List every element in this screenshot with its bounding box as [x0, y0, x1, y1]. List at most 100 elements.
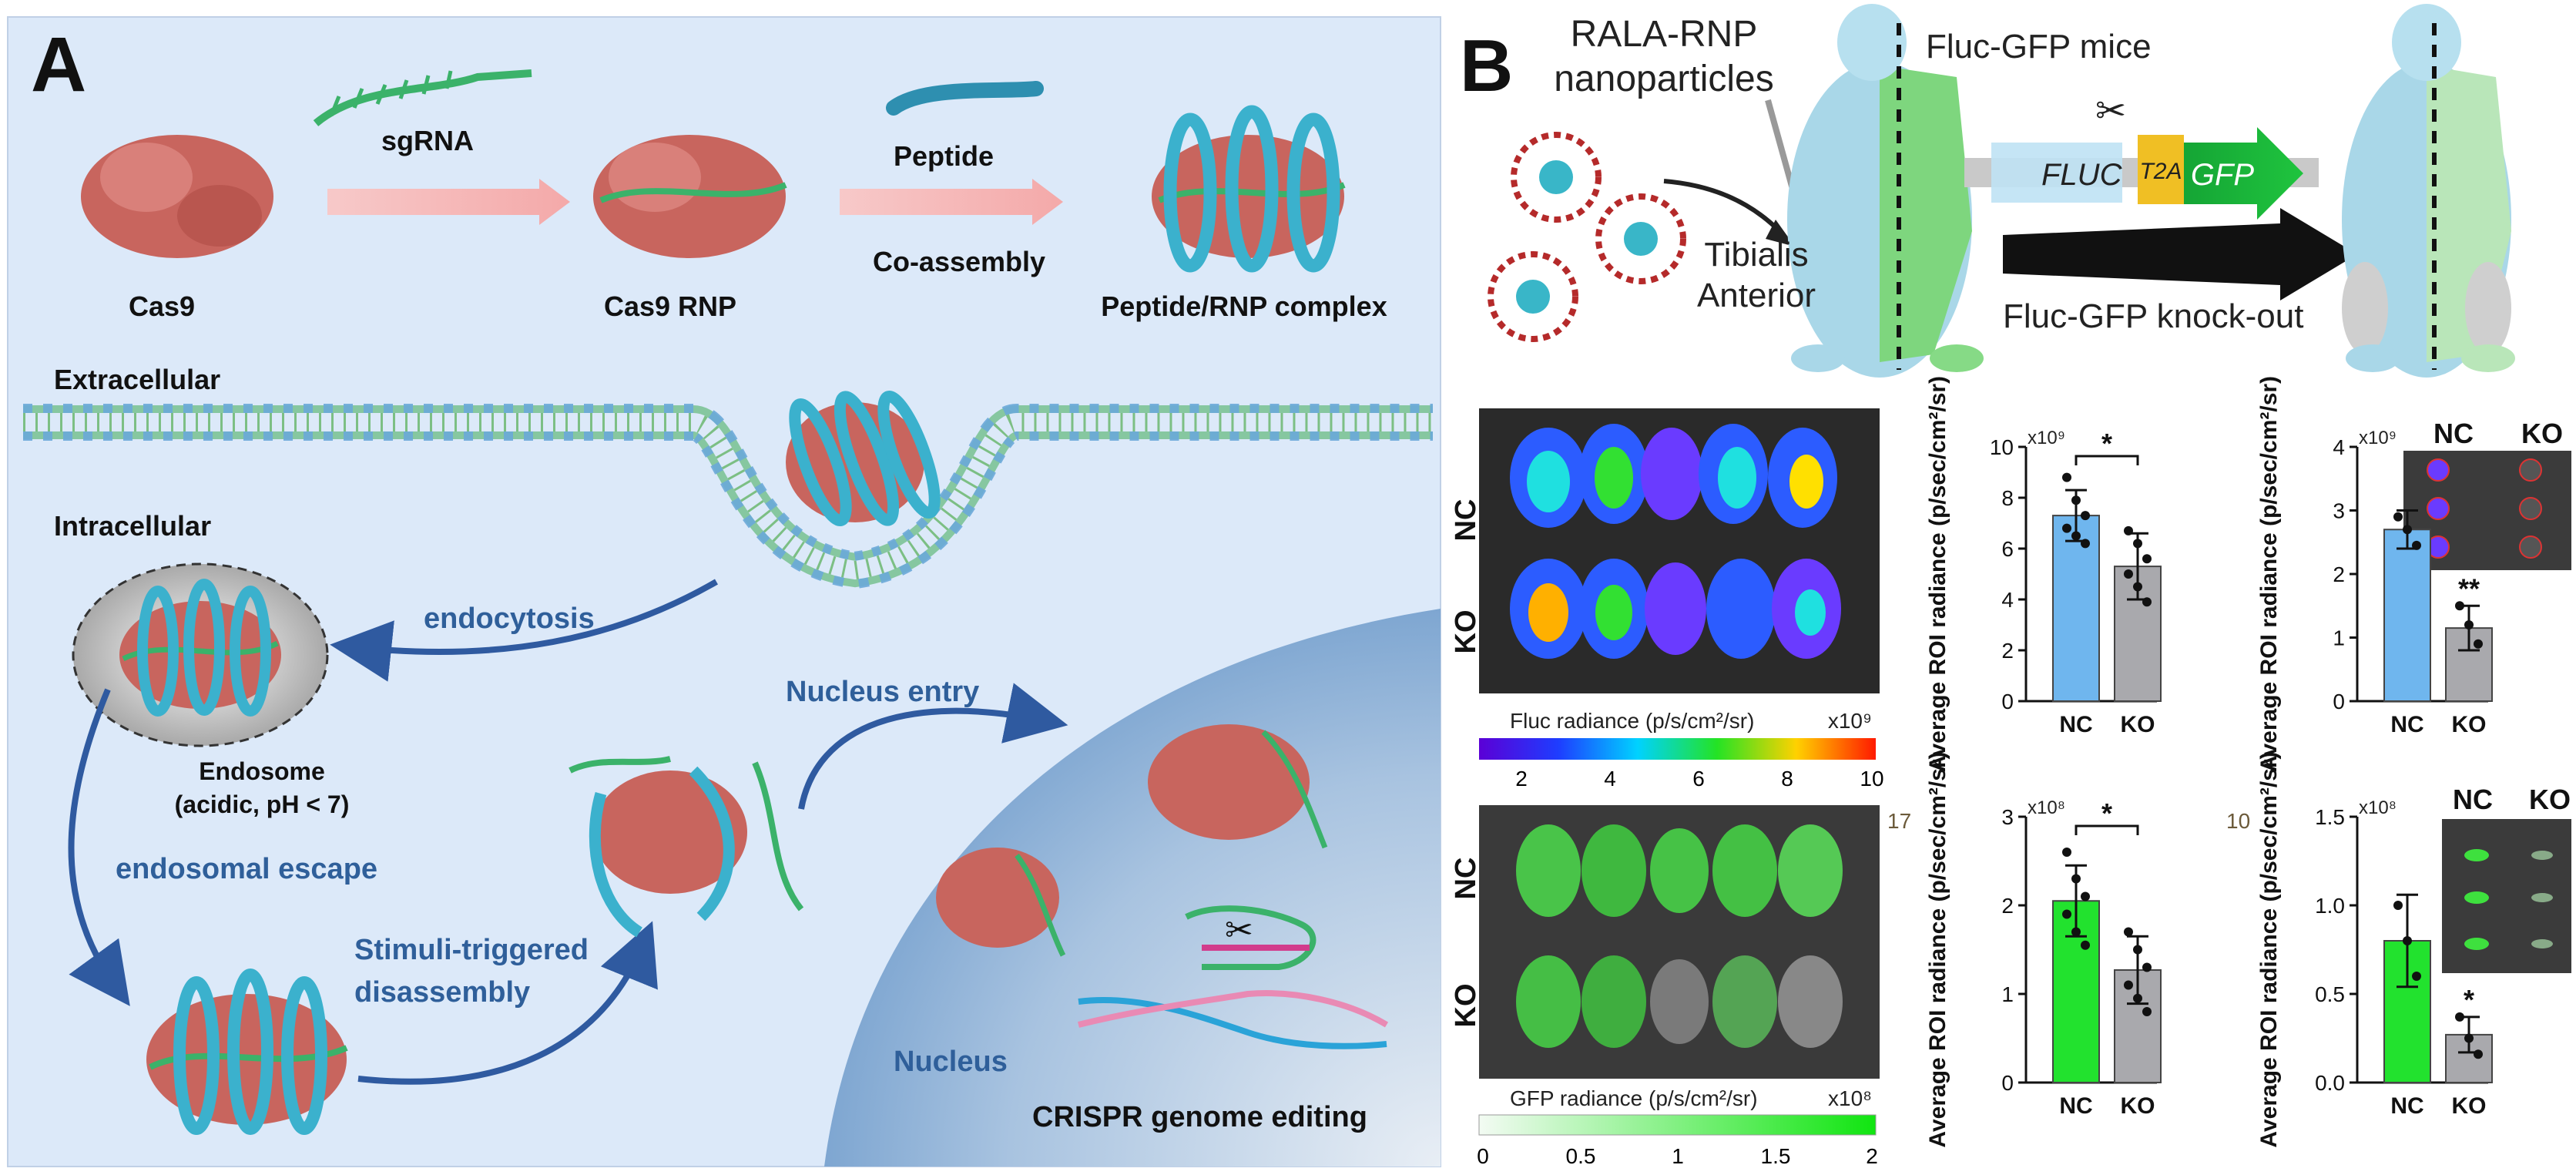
rala-label-2: nanoparticles	[1554, 59, 1774, 99]
data-point	[2403, 525, 2412, 534]
gfp-scale-label: GFP radiance (p/s/cm²/sr)	[1510, 1086, 1758, 1110]
y-tick-label: 4	[2001, 588, 2014, 612]
extracellular-label: Extracellular	[54, 364, 220, 395]
y-tick-label: 2	[2001, 894, 2014, 918]
y-tick-label: 1.5	[2315, 805, 2345, 829]
y-tick-label: 1	[2333, 626, 2345, 650]
y-exponent: x10⁹	[2028, 428, 2065, 448]
significance-mark: *	[2101, 428, 2112, 459]
data-point	[2464, 620, 2474, 629]
panel-a: A Cas9 sgRNA Cas9 RNP Peptide Co-assembl…	[8, 17, 1441, 1167]
gfp-tick: 1.5	[1761, 1144, 1791, 1168]
y-exponent: x10⁹	[2359, 428, 2397, 448]
y-axis-label: Average ROI radiance (p/sec/cm²/sr)	[2256, 376, 2282, 772]
data-point	[2071, 495, 2081, 505]
data-point	[2142, 554, 2152, 563]
cas9-rnp-protein	[593, 135, 786, 258]
y-tick-label: 0	[2333, 690, 2345, 713]
data-point	[2081, 539, 2090, 548]
nanoparticles	[1491, 135, 1683, 339]
inset-gfp	[2442, 819, 2571, 973]
x-tick-label: KO	[2121, 1093, 2155, 1119]
y-axis-label: Average ROI radiance (p/sec/cm²/sr)	[1925, 751, 1950, 1147]
co-assembly-label: Co-assembly	[873, 246, 1045, 277]
edge-label-10: 10	[2226, 809, 2250, 833]
inset-gfp-nc-label: NC	[2453, 784, 2493, 815]
y-tick-label: 2	[2001, 639, 2014, 663]
y-tick-label: 6	[2001, 537, 2014, 561]
gfp-tick: 2	[1866, 1144, 1878, 1168]
inset-nc-label: NC	[2433, 418, 2474, 449]
complex-label: Peptide/RNP complex	[1101, 290, 1387, 322]
data-point	[2081, 511, 2090, 520]
gfp-gene-label: GFP	[2191, 158, 2255, 192]
gfp-colorbar	[1479, 1115, 1876, 1135]
fluc-scale-mult: x10⁹	[1828, 709, 1872, 733]
endosomal-escape-label: endosomal escape	[116, 853, 377, 885]
y-tick-label: 0	[2001, 1071, 2014, 1095]
panel-a-letter: A	[31, 22, 86, 108]
endosome-label: Endosome	[199, 757, 325, 785]
crispr-label: CRISPR genome editing	[1032, 1101, 1367, 1133]
y-tick-label: 10	[1990, 435, 2014, 459]
data-point	[2124, 928, 2133, 937]
y-tick-label: 4	[2333, 435, 2345, 459]
x-tick-label: KO	[2452, 712, 2487, 737]
peptide-label: Peptide	[894, 140, 994, 172]
inset-ko-label: KO	[2521, 418, 2563, 449]
data-point	[2142, 963, 2152, 972]
data-point	[2474, 1049, 2483, 1059]
rala-label-1: RALA-RNP	[1571, 14, 1758, 55]
gfp-scale-mult: x10⁸	[1828, 1086, 1872, 1110]
data-point	[2133, 945, 2142, 955]
fluc-ticks: 2 4 6 8 10	[1515, 767, 1883, 791]
gfp-tick: 1	[1672, 1144, 1684, 1168]
bar-nc	[2053, 515, 2099, 701]
data-point	[2393, 901, 2403, 910]
panel-b: B RALA-RNP nanoparticles Fluc-GFP mice T…	[1450, 4, 2571, 1168]
stimuli-label-2: disassembly	[354, 976, 530, 1009]
y-axis-label: Average ROI radiance (p/sec/cm²/sr)	[1925, 376, 1950, 772]
y-exponent: x10⁸	[2028, 797, 2065, 818]
mice-label: Fluc-GFP mice	[1926, 28, 2152, 65]
data-point	[2142, 1007, 2152, 1016]
data-point	[2393, 512, 2403, 522]
endosome-sublabel: (acidic, pH < 7)	[175, 791, 350, 818]
fluc-scale-label: Fluc radiance (p/s/cm²/sr)	[1510, 709, 1754, 733]
fluc-nc-label: NC	[1450, 499, 1482, 542]
nucleus-entry-label: Nucleus entry	[786, 676, 979, 708]
x-tick-label: NC	[2059, 712, 2092, 737]
data-point	[2071, 928, 2081, 937]
x-tick-label: KO	[2121, 712, 2155, 737]
data-point	[2133, 994, 2142, 1003]
significance-mark: *	[2464, 984, 2474, 1016]
scissors-icon: ✂	[1225, 911, 1253, 949]
data-point	[2124, 981, 2133, 990]
fluc-tick: 4	[1604, 767, 1616, 791]
fluc-tick: 6	[1692, 767, 1705, 791]
significance-mark: **	[2458, 572, 2480, 604]
data-point	[2412, 541, 2421, 550]
significance-mark: *	[2101, 797, 2112, 829]
x-tick-label: NC	[2390, 1093, 2423, 1119]
cas9-label: Cas9	[129, 290, 195, 322]
data-point	[2133, 582, 2142, 592]
gfp-tick: 0	[1477, 1144, 1489, 1168]
gfp-ticks: 0 0.5 1 1.5 2	[1477, 1144, 1878, 1168]
data-point	[2403, 936, 2412, 945]
data-point	[2062, 473, 2071, 482]
y-tick-label: 3	[2333, 499, 2345, 523]
y-tick-label: 0.0	[2315, 1071, 2345, 1095]
t2a-label: T2A	[2139, 159, 2182, 184]
data-point	[2071, 532, 2081, 541]
y-tick-label: 8	[2001, 486, 2014, 510]
gfp-nc-label: NC	[1450, 858, 1482, 900]
knockout-arrow	[2003, 208, 2357, 300]
cas9-protein	[81, 135, 273, 258]
gfp-tick: 0.5	[1566, 1144, 1596, 1168]
y-tick-label: 1.0	[2315, 894, 2345, 918]
tibialis-label-1: Tibialis	[1704, 236, 1808, 274]
